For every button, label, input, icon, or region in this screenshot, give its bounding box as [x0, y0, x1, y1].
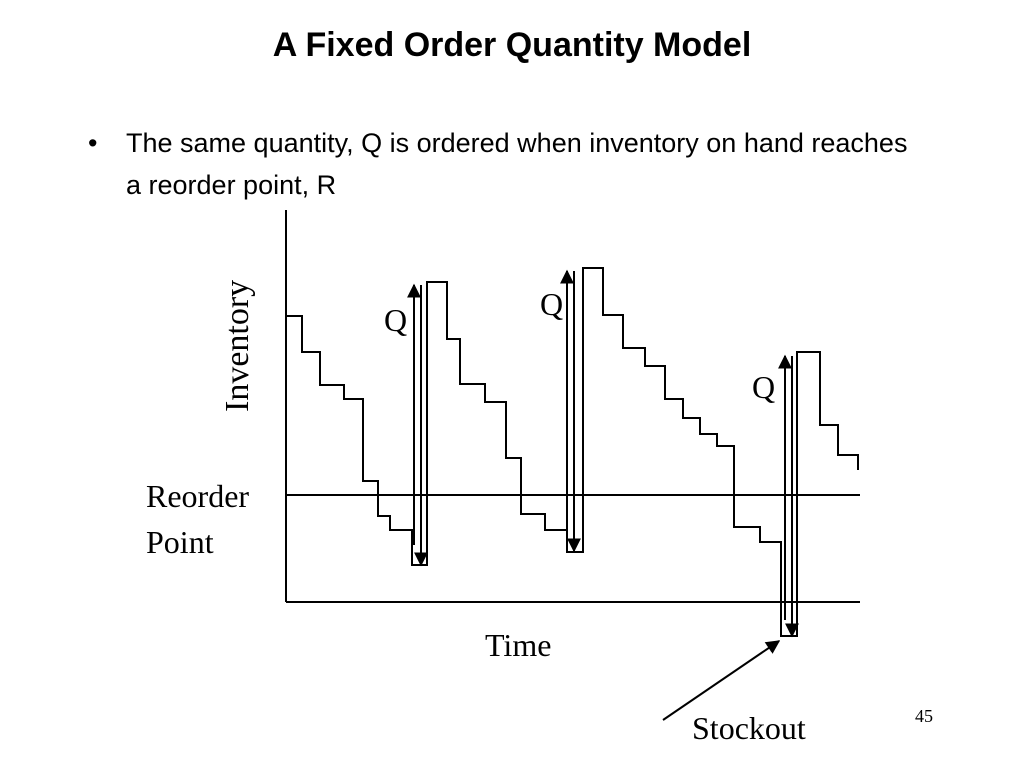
x-axis-label: Time: [485, 627, 551, 663]
bullet-icon: •: [88, 128, 98, 158]
stockout-arrow: [662, 640, 781, 721]
inventory-level-line: [286, 267, 859, 637]
stockout-label: Stockout: [692, 710, 806, 746]
bullet-point: • The same quantity, Q is ordered when i…: [88, 122, 918, 206]
page-number: 45: [915, 706, 933, 726]
bullet-text: The same quantity, Q is ordered when inv…: [126, 128, 908, 200]
order-quantity-label: Q: [540, 286, 563, 322]
slide-title: A Fixed Order Quantity Model: [272, 26, 752, 64]
order-quantity-label: Q: [752, 369, 775, 405]
reorder-point-label: Point: [146, 524, 214, 560]
order-quantity-label: Q: [384, 302, 407, 338]
reorder-point-label: Reorder: [146, 478, 249, 514]
y-axis-label: Inventory: [219, 280, 256, 412]
